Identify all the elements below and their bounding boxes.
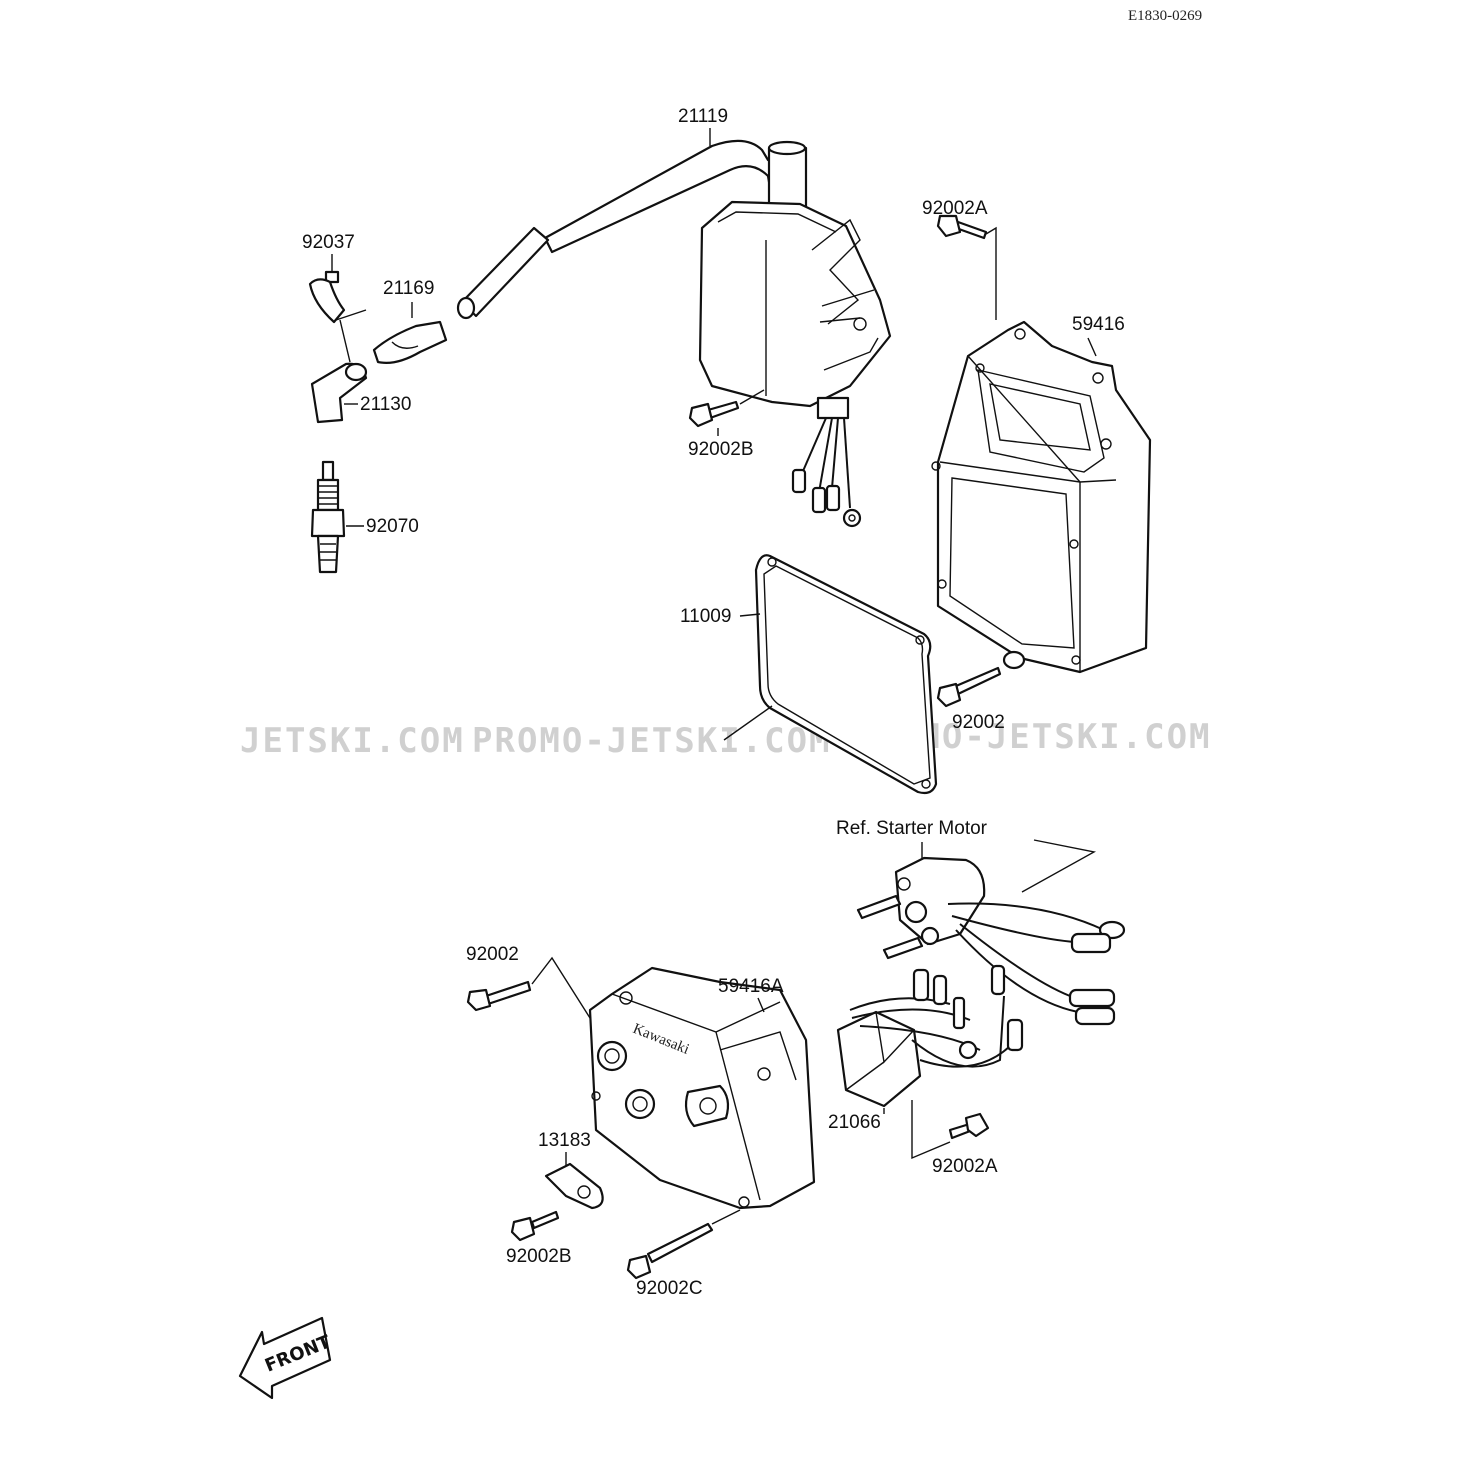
label-92002B-top: 92002B	[688, 439, 754, 460]
label-92002A-bottom: 92002A	[932, 1156, 998, 1177]
ignition-coil-icon	[543, 139, 892, 528]
bolt-icon-92002B	[688, 400, 740, 428]
label-92002-top: 92002	[952, 712, 1005, 733]
clamp-icon	[308, 270, 367, 324]
label-13183: 13183	[538, 1130, 591, 1151]
regulator-icon	[836, 964, 1024, 1108]
bolt-icon-92002-top	[936, 666, 1002, 708]
spark-plug-icon	[310, 460, 346, 574]
label-92002B-bottom: 92002B	[506, 1246, 572, 1267]
label-21119: 21119	[678, 106, 728, 127]
label-92002-bottom: 92002	[466, 944, 519, 965]
front-arrow-icon	[238, 1316, 332, 1400]
label-92002A-top: 92002A	[922, 198, 988, 219]
label-11009: 11009	[680, 606, 731, 627]
bolt-icon-92002-bottom	[466, 980, 532, 1012]
label-92002C: 92002C	[636, 1278, 703, 1299]
starter-relay-icon	[856, 856, 1126, 1026]
bolt-icon-92002A-bottom	[948, 1112, 990, 1140]
diagram-code: E1830-0269	[1128, 8, 1202, 24]
label-92070: 92070	[366, 516, 419, 537]
bolt-icon-92002C	[626, 1222, 714, 1280]
label-21130: 21130	[360, 394, 411, 415]
electric-box-icon	[931, 320, 1152, 674]
bolt-icon-92002B-bottom	[510, 1210, 560, 1242]
label-59416: 59416	[1072, 314, 1125, 335]
bracket-icon	[544, 1162, 604, 1210]
label-21066: 21066	[828, 1112, 881, 1133]
cover-icon	[588, 966, 816, 1210]
ref-starter-label: Ref. Starter Motor	[836, 818, 988, 839]
plug-cap-icon	[310, 362, 368, 424]
watermark-mid: PROMO-JETSKI.COM	[472, 721, 832, 761]
gasket-icon	[754, 554, 938, 795]
tube-icon	[456, 226, 550, 320]
label-92037: 92037	[302, 232, 355, 253]
bolt-icon	[936, 214, 988, 240]
clip-icon	[372, 320, 448, 364]
label-59416A: 59416A	[718, 976, 784, 997]
label-21169: 21169	[383, 278, 434, 299]
watermark-left: JETSKI.COM	[240, 721, 465, 761]
